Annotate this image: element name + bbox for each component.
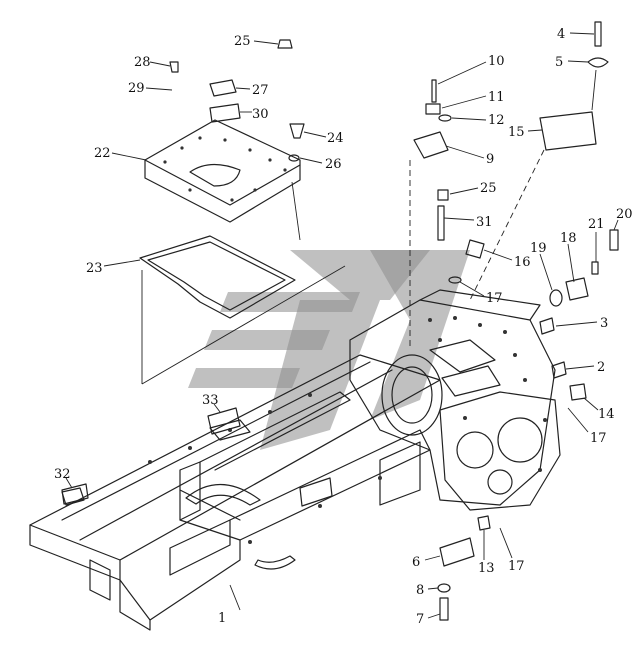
callout-18: 18 — [560, 231, 577, 246]
callout-5: 5 — [555, 55, 563, 70]
callout-17-lower: 17 — [508, 559, 525, 574]
callout-1: 1 — [218, 611, 226, 626]
callout-11: 11 — [488, 90, 505, 105]
callout-27: 27 — [252, 83, 269, 98]
small-parts — [61, 21, 619, 621]
callout-28: 28 — [134, 55, 151, 70]
callout-3: 3 — [600, 316, 608, 331]
top-cover-plate — [144, 119, 301, 223]
callout-12: 12 — [488, 113, 505, 128]
callout-25-lower: 25 — [480, 181, 497, 196]
callout-8: 8 — [416, 583, 424, 598]
transmission-housing — [349, 289, 561, 511]
callout-17-right: 17 — [590, 431, 607, 446]
callout-26: 26 — [325, 157, 342, 172]
callout-25-upper: 25 — [234, 34, 251, 49]
callout-31: 31 — [476, 215, 493, 230]
callout-17-upper: 17 — [486, 291, 503, 306]
callout-24: 24 — [327, 131, 344, 146]
callout-13: 13 — [478, 561, 495, 576]
callout-16: 16 — [514, 255, 531, 270]
callout-9: 9 — [486, 152, 494, 167]
callout-29: 29 — [128, 81, 145, 96]
assembly-lines — [141, 69, 597, 385]
callout-15: 15 — [508, 125, 525, 140]
callout-22: 22 — [94, 146, 111, 161]
callout-30: 30 — [252, 107, 269, 122]
callout-6: 6 — [412, 555, 420, 570]
callout-2: 2 — [597, 360, 605, 375]
gasket — [139, 235, 296, 319]
callouts: 1 2 3 4 5 6 7 8 9 10 11 12 13 14 15 16 1 — [54, 27, 633, 627]
callout-21: 21 — [588, 217, 605, 232]
watermark-logo — [188, 250, 470, 450]
main-frame — [29, 354, 441, 631]
callout-14: 14 — [598, 407, 615, 422]
callout-10: 10 — [488, 54, 505, 69]
callout-23: 23 — [86, 261, 103, 276]
callout-32: 32 — [54, 467, 71, 482]
callout-20: 20 — [616, 207, 633, 222]
callout-4: 4 — [557, 27, 565, 42]
callout-33: 33 — [202, 393, 219, 408]
callout-7: 7 — [416, 612, 424, 627]
callout-19: 19 — [530, 241, 547, 256]
